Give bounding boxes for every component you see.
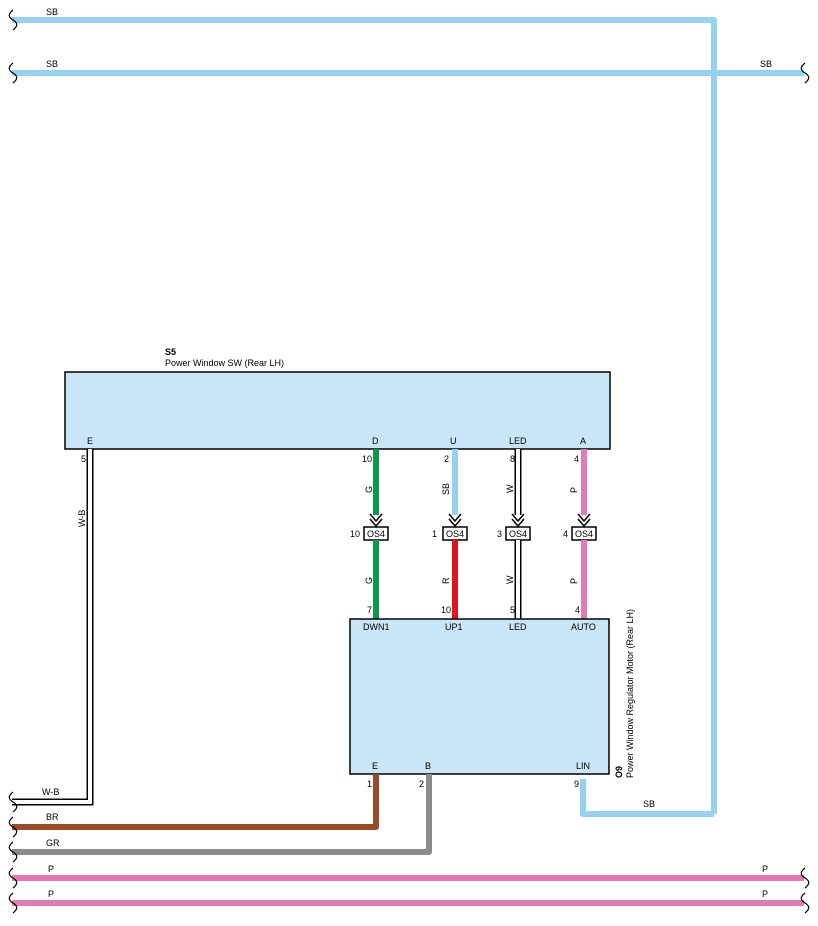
switch-pin-a: 4 — [574, 454, 579, 464]
motor-pin-dwn1: 7 — [367, 605, 372, 615]
motor-pin-lin: 9 — [574, 779, 579, 789]
connector-id-led: OS4 — [509, 529, 527, 539]
motor-pin-auto: 4 — [575, 605, 580, 615]
break-mark-p-1-right — [800, 867, 810, 889]
wire-color-led-upper: W — [505, 484, 515, 493]
switch-code: S5 — [165, 347, 176, 357]
motor-terminal-lin: LIN — [576, 761, 590, 771]
connector-os4-u: OS4 1 — [432, 513, 468, 541]
connector-os4-a: OS4 4 — [563, 513, 597, 541]
motor-code: O9 — [614, 766, 624, 778]
wire-color-u-upper: SB — [441, 483, 451, 495]
connector-os4-d: OS4 10 — [350, 513, 389, 541]
switch-pin-d: 10 — [362, 454, 372, 464]
connector-pin-d: 10 — [350, 529, 360, 539]
switch-pin-e: 5 — [81, 454, 86, 464]
break-mark-gr — [8, 841, 18, 863]
wire-lin — [580, 779, 714, 817]
break-mark-p-2-right — [800, 892, 810, 914]
motor-box — [349, 618, 610, 775]
switch-pin-led: 8 — [510, 454, 515, 464]
break-mark-sb-2 — [8, 62, 18, 84]
motor-pin-led: 5 — [510, 605, 515, 615]
wire-label-sb-2: SB — [46, 59, 58, 69]
switch-name: Power Window SW (Rear LH) — [165, 358, 284, 368]
motor-terminal-led: LED — [509, 622, 527, 632]
break-mark-p-2 — [8, 892, 18, 914]
wire-w-b — [12, 449, 94, 806]
motor-terminal-b: B — [425, 761, 431, 771]
wire-label-gr: GR — [46, 838, 60, 848]
wire-br — [12, 774, 379, 830]
motor-pin-up1: 10 — [441, 605, 451, 615]
switch-terminal-d: D — [372, 436, 379, 446]
motor-terminal-e: E — [372, 761, 378, 771]
wire-label-lin: SB — [643, 799, 655, 809]
motor-name: Power Window Regulator Motor (Rear LH) — [625, 609, 635, 778]
switch-terminal-a: A — [580, 436, 586, 446]
connector-pin-u: 1 — [432, 529, 437, 539]
motor-terminal-auto: AUTO — [571, 622, 596, 632]
wire-label-w-b: W-B — [42, 787, 59, 797]
motor-pin-b: 2 — [419, 779, 424, 789]
wire-label-p-1-right: P — [762, 864, 768, 874]
wire-label-w-b-vertical: W-B — [77, 510, 87, 527]
break-mark-sb-2-right — [800, 62, 810, 84]
wire-label-p-2: P — [48, 889, 54, 899]
wire-color-a-lower: P — [569, 578, 579, 584]
wire-color-u-lower: R — [441, 577, 451, 584]
wire-label-br: BR — [46, 812, 59, 822]
motor-pin-e: 1 — [367, 779, 372, 789]
break-mark-br — [8, 816, 18, 838]
motor-terminal-up1: UP1 — [445, 622, 463, 632]
break-mark-w-b — [8, 791, 18, 813]
switch-pin-u: 2 — [444, 454, 449, 464]
connector-pin-led: 3 — [497, 529, 502, 539]
switch-terminal-u: U — [450, 436, 457, 446]
wire-label-sb-1: SB — [46, 7, 58, 17]
wire-color-led-lower: W — [505, 575, 515, 584]
connector-os4-led: OS4 3 — [497, 513, 531, 541]
wire-gr — [12, 774, 432, 855]
wire-sb-1 — [12, 17, 717, 814]
connector-id-u: OS4 — [446, 529, 464, 539]
connector-pin-a: 4 — [563, 529, 568, 539]
connector-id-d: OS4 — [367, 529, 385, 539]
wire-color-d-lower: G — [364, 577, 374, 584]
switch-terminal-e: E — [87, 436, 93, 446]
wire-label-p-1: P — [48, 864, 54, 874]
connector-id-a: OS4 — [575, 529, 593, 539]
wire-color-a-upper: P — [569, 487, 579, 493]
wire-color-d-upper: G — [364, 486, 374, 493]
switch-box — [64, 371, 611, 450]
switch-terminal-led: LED — [509, 436, 527, 446]
wire-label-sb-2-right: SB — [760, 59, 772, 69]
wire-label-p-2-right: P — [762, 889, 768, 899]
break-mark-sb-1 — [8, 9, 18, 31]
break-mark-p-1 — [8, 867, 18, 889]
motor-terminal-dwn1: DWN1 — [363, 622, 390, 632]
wire-w-b-core — [12, 449, 92, 804]
